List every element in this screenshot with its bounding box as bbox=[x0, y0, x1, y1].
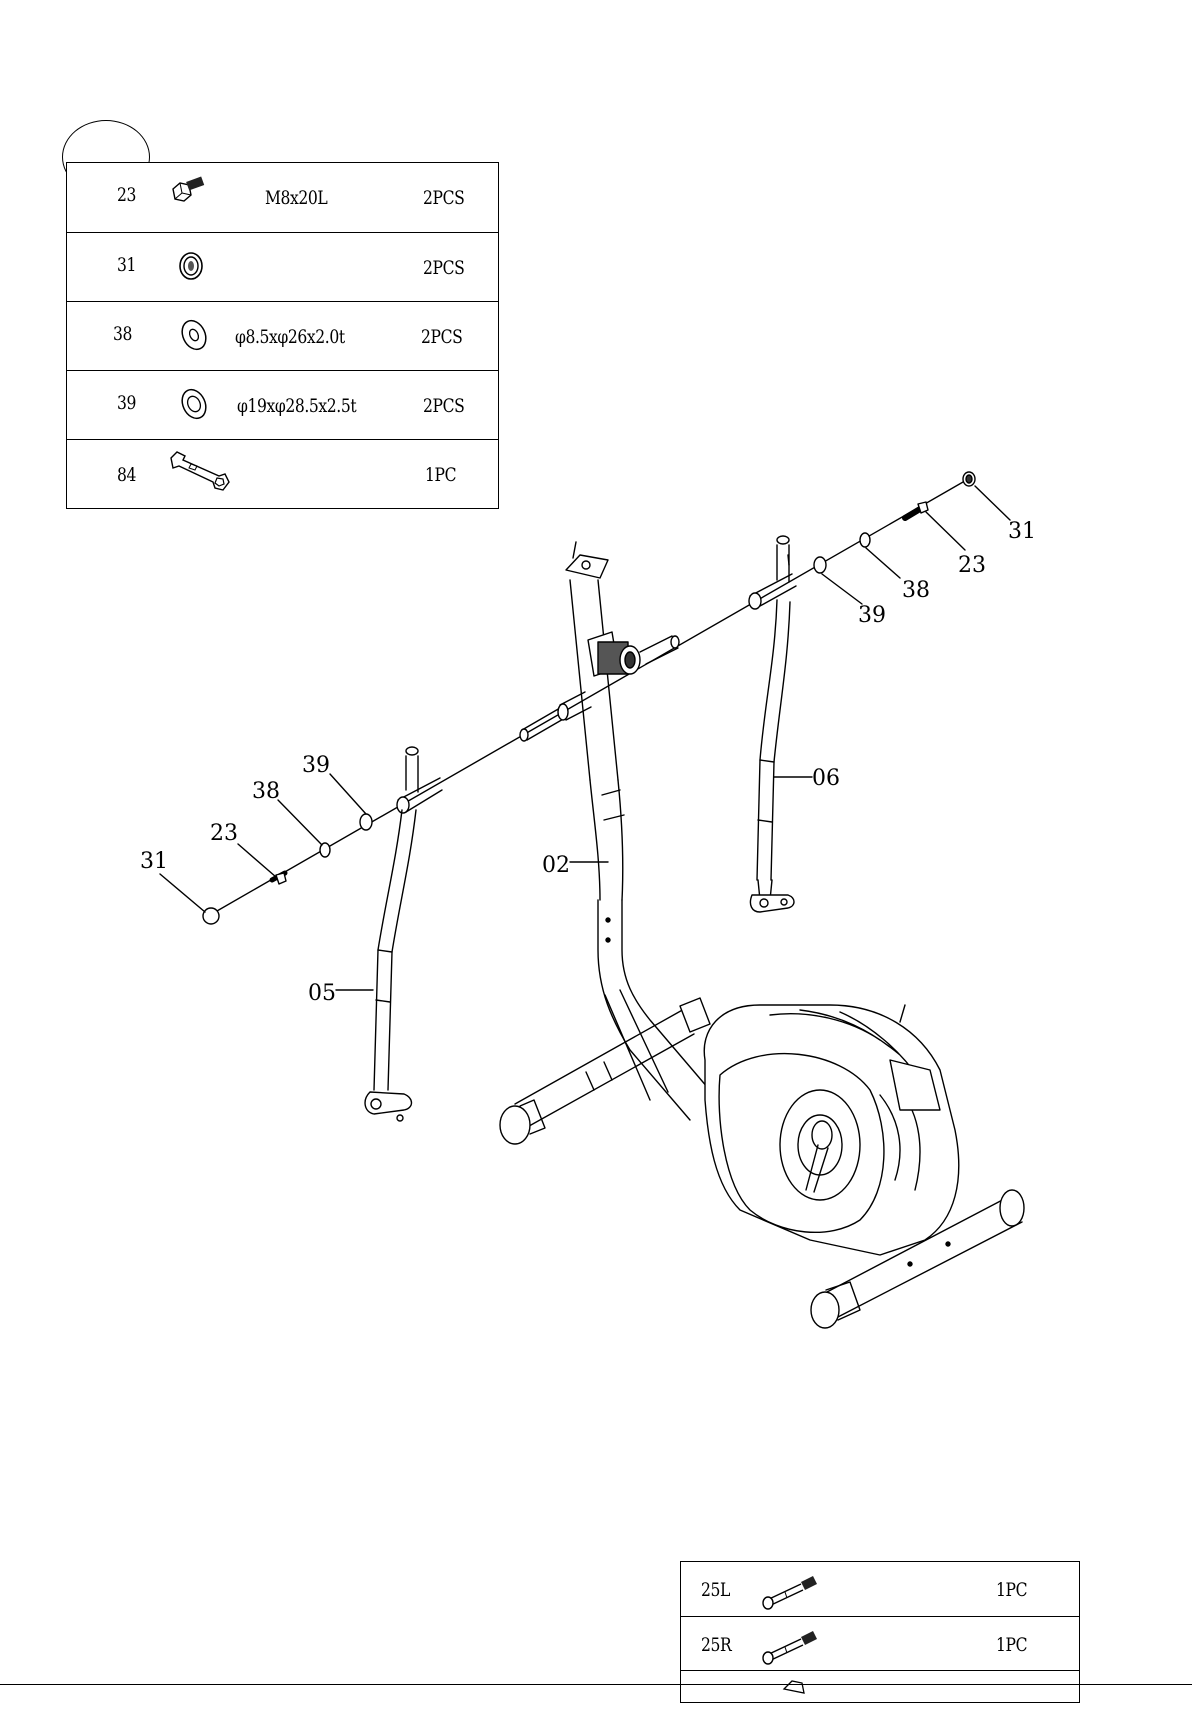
rear-stabilizer bbox=[500, 998, 710, 1144]
flywheel-housing bbox=[704, 1005, 959, 1255]
hex-nut-icon bbox=[776, 1675, 816, 1699]
pedal-axle-icon bbox=[761, 1570, 821, 1610]
leader-line bbox=[822, 574, 862, 604]
handlebar-arm-06 bbox=[749, 536, 796, 912]
washer-39-right bbox=[814, 557, 826, 573]
callout-38-right: 38 bbox=[902, 578, 930, 603]
washer-38-right bbox=[860, 533, 870, 547]
callout-38-left: 38 bbox=[252, 779, 280, 804]
main-post-02 bbox=[566, 542, 708, 1120]
callout-05: 05 bbox=[308, 981, 336, 1006]
part-quantity: 1PC bbox=[996, 1579, 1027, 1601]
part-quantity: 1PC bbox=[996, 1634, 1027, 1656]
leader-line bbox=[278, 800, 322, 845]
leader-line bbox=[866, 548, 900, 578]
callout-23-left: 23 bbox=[210, 821, 238, 846]
part-number: 25L bbox=[701, 1579, 730, 1601]
callout-23-right: 23 bbox=[958, 553, 986, 578]
leader-line bbox=[160, 874, 205, 912]
callout-31-right: 31 bbox=[1008, 519, 1036, 544]
leader-line bbox=[926, 512, 965, 550]
handlebar-arm-05 bbox=[365, 747, 442, 1121]
leader-line bbox=[238, 844, 276, 877]
pedal-axle-icon bbox=[761, 1625, 821, 1665]
leader-line bbox=[330, 774, 366, 814]
washer-39-left bbox=[360, 814, 372, 830]
table-row: 25R 1PC bbox=[681, 1616, 1079, 1670]
bolt-23-right bbox=[905, 502, 928, 518]
nut-31-left bbox=[203, 908, 219, 924]
table-row bbox=[681, 1670, 1079, 1724]
part-number: 25R bbox=[701, 1634, 731, 1656]
callout-31-left: 31 bbox=[140, 849, 168, 874]
leader-line bbox=[975, 486, 1010, 520]
callout-06: 06 bbox=[812, 766, 840, 791]
table-row: 25L 1PC bbox=[681, 1562, 1079, 1615]
callout-39-left: 39 bbox=[302, 753, 330, 778]
callout-39-right: 39 bbox=[858, 603, 886, 628]
nut-31-right bbox=[963, 472, 975, 486]
pedal-axle-parts-table: 25L 1PC 25R 1PC bbox=[680, 1561, 1080, 1703]
callout-02: 02 bbox=[542, 853, 570, 878]
assembly-diagram: 31 23 38 39 06 39 38 23 31 02 05 bbox=[0, 0, 1192, 1685]
